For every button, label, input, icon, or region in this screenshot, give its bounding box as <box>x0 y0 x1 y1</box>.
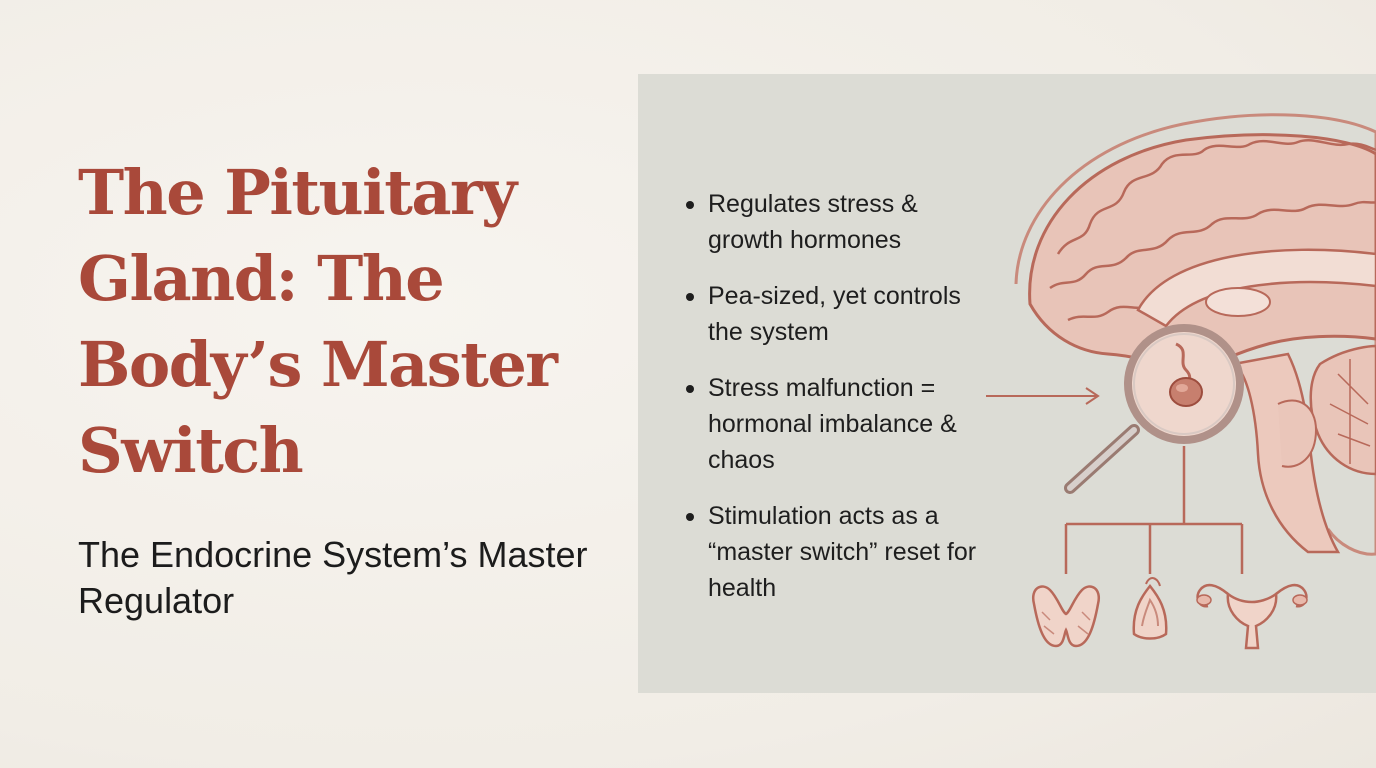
arrow-icon <box>986 387 1100 405</box>
bullet-item: Regulates stress & growth hormones <box>686 186 986 258</box>
page-title: The Pituitary Gland: The Body’s Master S… <box>78 156 558 487</box>
bullet-item: Pea-sized, yet controls the system <box>686 278 986 350</box>
bullet-text: Stimulation acts as a “master switch” re… <box>708 502 977 602</box>
bullet-dot-icon <box>686 513 694 521</box>
bullet-dot-icon <box>686 293 694 301</box>
bullet-item: Stress malfunction = hormonal imbalance … <box>686 370 986 478</box>
thyroid-icon <box>1031 585 1101 648</box>
bullet-text: Stress malfunction = hormonal imbalance … <box>708 374 957 474</box>
bullet-item: Stimulation acts as a “master switch” re… <box>686 498 986 606</box>
bullet-text: Pea-sized, yet controls the system <box>708 282 961 346</box>
bullet-list: Regulates stress & growth hormones Pea-s… <box>686 186 986 626</box>
page-subtitle: The Endocrine System’s Master Regulator <box>78 534 588 621</box>
uterus-ovaries-icon <box>1196 583 1308 650</box>
adrenal-icon <box>1132 577 1168 640</box>
bullet-dot-icon <box>686 201 694 209</box>
bullet-dot-icon <box>686 385 694 393</box>
endocrine-illustration <box>986 113 1376 650</box>
branch-lines <box>1064 446 1244 574</box>
brain-sagittal-icon <box>1014 113 1376 556</box>
bullet-text: Regulates stress & growth hormones <box>708 190 918 254</box>
info-panel: Regulates stress & growth hormones Pea-s… <box>638 74 1376 693</box>
magnifier-icon <box>1064 324 1244 494</box>
